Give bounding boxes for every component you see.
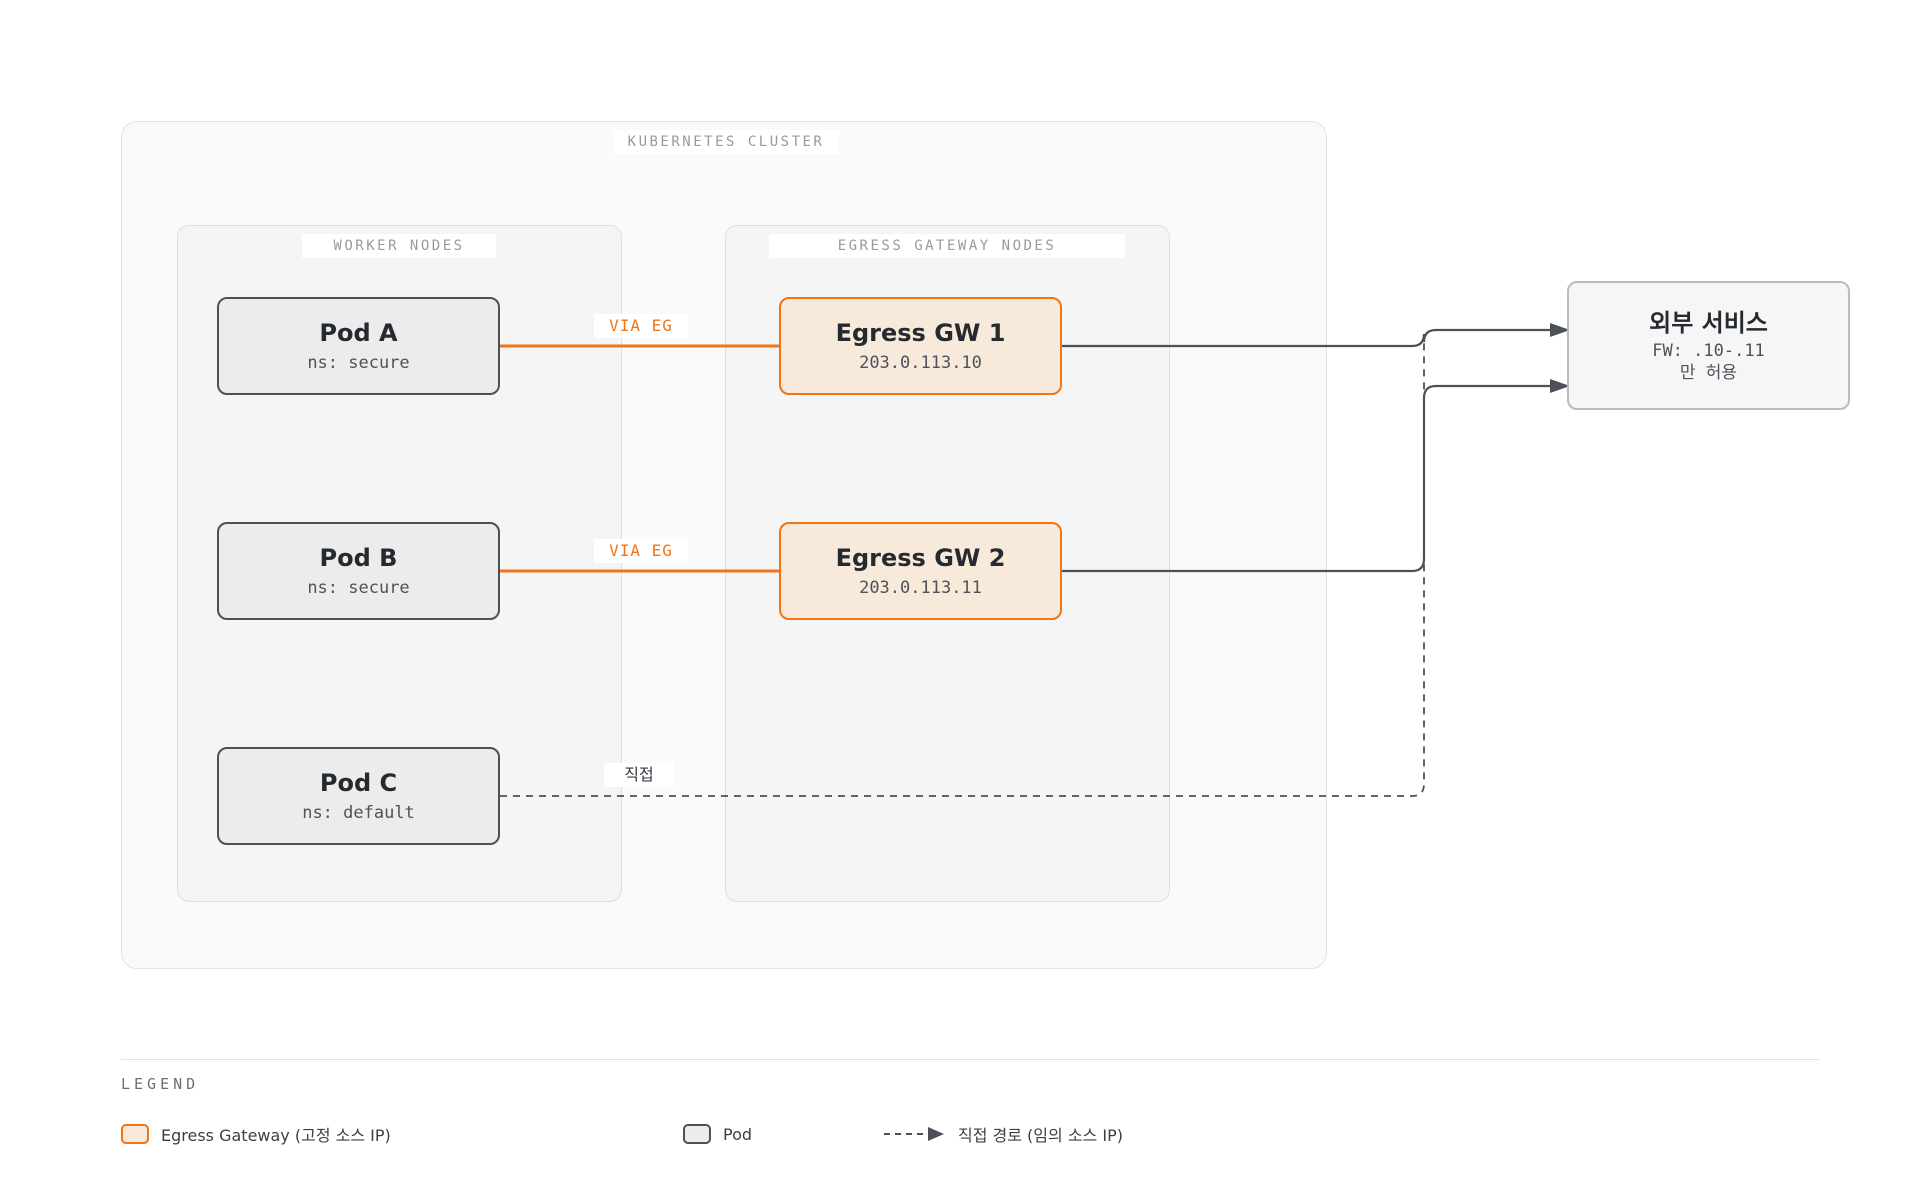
pod-swatch-icon — [683, 1124, 711, 1144]
pod-a-namespace: ns: secure — [307, 353, 410, 373]
pod-b-title: Pod B — [319, 544, 398, 572]
pod-a-title: Pod A — [319, 319, 398, 347]
edge-label-pod-c: 직접 — [604, 763, 674, 787]
arrowhead-icon — [1550, 323, 1570, 337]
egress-gateway-nodes-label: EGRESS GATEWAY NODES — [769, 234, 1125, 258]
edge-label-pod-a: VIA EG — [594, 314, 688, 338]
legend-title: LEGEND — [121, 1075, 200, 1093]
edge-pod-b-to-gw2 — [500, 563, 808, 579]
egress-gateway-swatch-icon — [121, 1124, 149, 1144]
pod-b-namespace: ns: secure — [307, 578, 410, 598]
external-service-title: 외부 서비스 — [1649, 308, 1768, 337]
legend-label-pod: Pod — [723, 1124, 753, 1144]
pod-b[interactable]: Pod B ns: secure — [217, 522, 500, 620]
legend-item-direct-path: 직접 경로 (임의 소스 IP) — [884, 1122, 1123, 1146]
legend-item-pod: Pod — [683, 1122, 752, 1146]
egress-gateway-2-ip: 203.0.113.11 — [859, 578, 982, 598]
egress-gateway-1-ip: 203.0.113.10 — [859, 353, 982, 373]
edge-gw1-to-external — [1062, 323, 1570, 348]
legend-item-egress-gateway: Egress Gateway (고정 소스 IP) — [121, 1122, 391, 1146]
egress-gateway-1[interactable]: Egress GW 1 203.0.113.10 — [779, 297, 1062, 395]
egress-gateway-2[interactable]: Egress GW 2 203.0.113.11 — [779, 522, 1062, 620]
external-service[interactable]: 외부 서비스 FW: .10-.11 만 허용 — [1567, 281, 1850, 410]
legend-label-egress-gateway: Egress Gateway (고정 소스 IP) — [161, 1126, 391, 1145]
edge-label-pod-b: VIA EG — [594, 539, 688, 563]
worker-nodes-label: WORKER NODES — [302, 234, 496, 258]
external-service-firewall-rule: FW: .10-.11 — [1652, 340, 1765, 361]
pod-c-namespace: ns: default — [302, 803, 415, 823]
pod-a[interactable]: Pod A ns: secure — [217, 297, 500, 395]
legend-label-direct-path: 직접 경로 (임의 소스 IP) — [958, 1126, 1123, 1145]
cluster-label: KUBERNETES CLUSTER — [613, 130, 839, 154]
egress-gateway-2-title: Egress GW 2 — [835, 544, 1006, 572]
arrowhead-icon — [1550, 379, 1570, 393]
egress-gateway-1-title: Egress GW 1 — [835, 319, 1006, 347]
edge-pod-a-to-gw1 — [500, 338, 808, 354]
edge-gw2-to-external — [1062, 379, 1570, 573]
dashed-arrow-icon — [884, 1127, 944, 1141]
pod-c-title: Pod C — [319, 769, 398, 797]
edge-pod-c-direct-to-external — [500, 329, 1437, 797]
external-service-firewall-note: 만 허용 — [1679, 362, 1738, 383]
pod-c[interactable]: Pod C ns: default — [217, 747, 500, 845]
legend-divider — [121, 1059, 1819, 1060]
